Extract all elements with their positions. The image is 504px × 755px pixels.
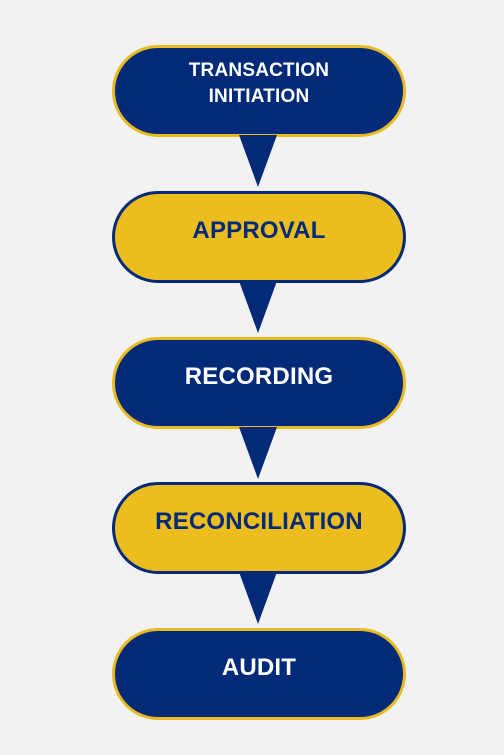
step-transaction-initiation: TRANSACTION INITIATION xyxy=(112,45,406,137)
arrow-connector xyxy=(239,572,277,624)
step-label: RECORDING xyxy=(184,362,334,390)
step-label: AUDIT xyxy=(221,653,297,681)
arrow-connector xyxy=(239,281,277,333)
arrow-connector xyxy=(239,427,277,479)
step-audit: AUDIT xyxy=(112,628,406,720)
step-label: TRANSACTION INITIATION xyxy=(188,60,330,107)
step-label: APPROVAL xyxy=(192,216,326,244)
step-reconciliation: RECONCILIATION xyxy=(112,482,406,574)
step-recording: RECORDING xyxy=(112,337,406,429)
step-approval: APPROVAL xyxy=(112,191,406,283)
step-label: RECONCILIATION xyxy=(155,507,363,535)
arrow-connector xyxy=(239,135,277,187)
